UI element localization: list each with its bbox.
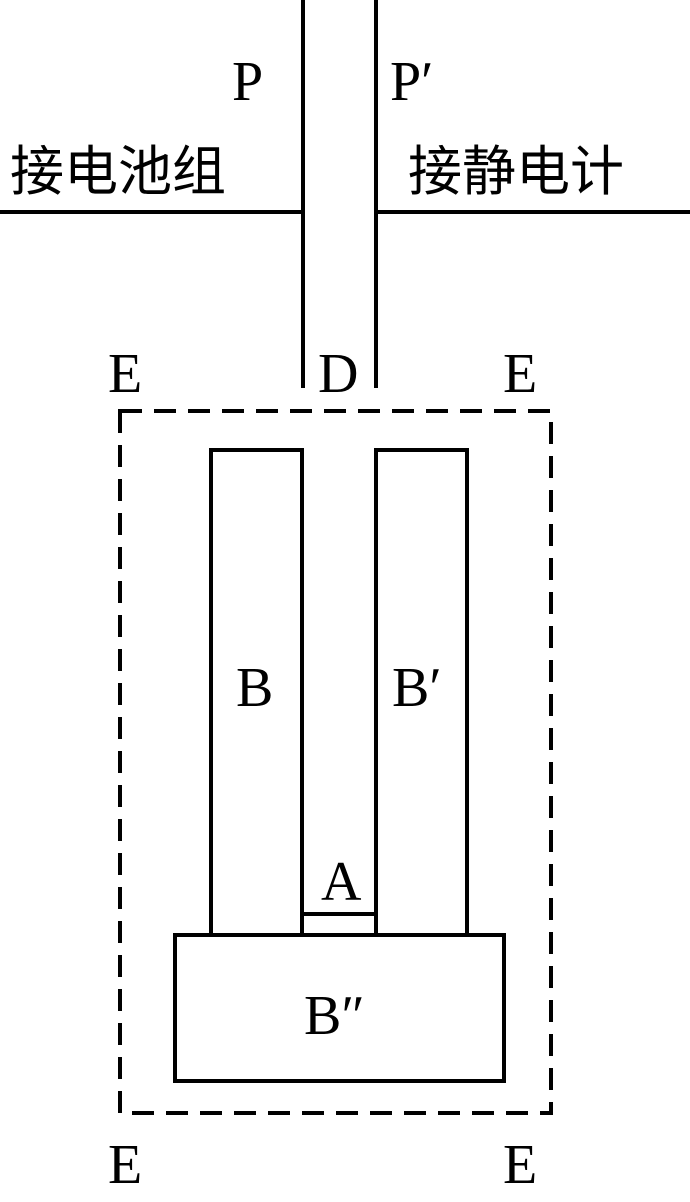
label-b-prime: B′	[392, 657, 442, 719]
label-p: P	[232, 51, 263, 113]
label-b: B	[236, 657, 273, 719]
label-electrometer: 接静电计	[408, 140, 624, 203]
label-e-top-right: E	[503, 343, 537, 405]
label-p-prime: P′	[390, 51, 433, 113]
label-a: A	[321, 851, 362, 913]
label-e-top-left: E	[108, 343, 142, 405]
plate-b	[209, 448, 304, 937]
label-battery: 接电池组	[10, 140, 226, 203]
label-e-bottom-right: E	[503, 1134, 537, 1196]
label-d: D	[318, 343, 358, 405]
enclosure-dashed-box	[118, 409, 553, 1115]
label-e-bottom-left: E	[108, 1134, 142, 1196]
label-b-double-prime: B″	[304, 985, 365, 1047]
base-b-double-prime	[173, 933, 506, 1083]
